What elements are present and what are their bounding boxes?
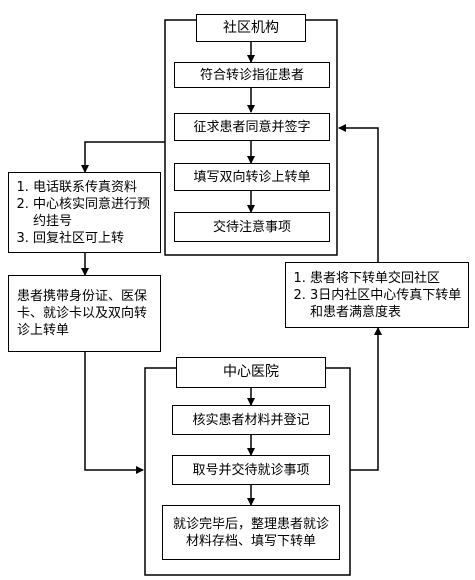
arrow-community-to-left-notes <box>81 141 165 173</box>
left-note-item: 中心核实同意进行预约挂号 <box>33 196 160 230</box>
arrow-hospital-to-right-notes <box>350 327 382 471</box>
hospital-title: 中心医院 <box>176 357 326 388</box>
right-note-item: 患者将下转单交回社区 <box>310 270 468 287</box>
hospital-step-1: 核实患者材料并登记 <box>172 405 330 435</box>
patient-note-box: 患者携带身份证、医保卡、就诊卡以及双向转诊上转单 <box>8 275 161 352</box>
left-note-item: 电话联系传真资料 <box>33 179 160 196</box>
community-title: 社区机构 <box>196 14 306 42</box>
arrow-right-notes-to-community <box>338 124 379 262</box>
left-note-item: 回复社区可上转 <box>33 230 160 247</box>
hospital-step-3: 就诊完毕后，整理患者就诊材料存档、填写下转单 <box>162 505 340 560</box>
right-notes-list: 患者将下转单交回社区 3日内社区中心传真下转单和患者满意度表 <box>294 270 468 321</box>
community-step-3: 填写双向转诊上转单 <box>174 163 330 191</box>
hospital-step-3-text: 就诊完毕后，整理患者就诊材料存档、填写下转单 <box>172 516 329 549</box>
left-notes-box: 电话联系传真资料 中心核实同意进行预约挂号 回复社区可上转 <box>8 172 161 253</box>
community-step-2: 征求患者同意并签字 <box>174 113 330 141</box>
right-note-item: 3日内社区中心传真下转单和患者满意度表 <box>310 287 468 321</box>
right-notes-box: 患者将下转单交回社区 3日内社区中心传真下转单和患者满意度表 <box>285 262 469 328</box>
arrow-patient-note-to-hospital <box>84 352 144 474</box>
patient-note-text: 患者携带身份证、医保卡、就诊卡以及双向转诊上转单 <box>17 289 148 338</box>
hospital-step-2: 取号并交待就诊事项 <box>172 455 330 485</box>
left-notes-list: 电话联系传真资料 中心核实同意进行预约挂号 回复社区可上转 <box>17 179 160 247</box>
community-step-4: 交待注意事项 <box>174 212 330 242</box>
community-step-1: 符合转诊指征患者 <box>174 62 330 88</box>
